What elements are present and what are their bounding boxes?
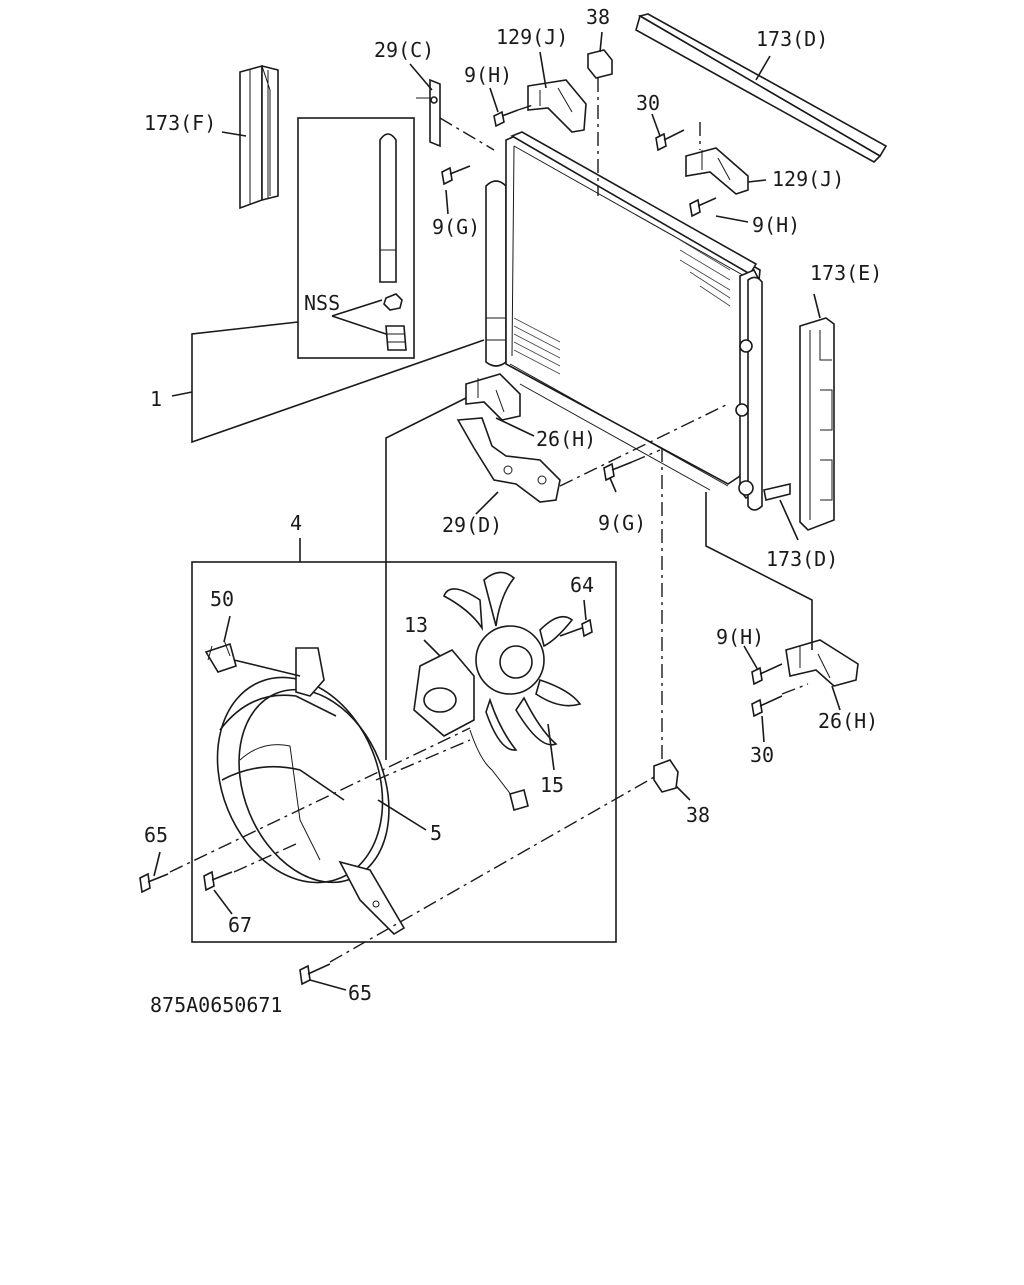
- label-nss: NSS: [304, 291, 340, 315]
- bolt-30-low: [751, 695, 783, 718]
- clip-50: [204, 639, 237, 673]
- label-9h-mid: 9(H): [752, 213, 800, 237]
- seal-strip-173f: [239, 64, 279, 210]
- label-173d-low: 173(D): [766, 547, 838, 571]
- label-9g-top: 9(G): [432, 215, 480, 239]
- label-26h-low: 26(H): [818, 709, 878, 733]
- fan-shroud-5: [216, 647, 406, 936]
- label-38-low: 38: [686, 803, 710, 827]
- leader-lines: [153, 31, 841, 991]
- bracket-173d-low: [763, 482, 791, 501]
- label-5: 5: [430, 821, 442, 845]
- diagram-id: 875A0650671: [150, 993, 282, 1017]
- bolt-9g-top: [441, 165, 471, 186]
- label-64: 64: [570, 573, 594, 597]
- bracket-129j-top: [527, 79, 587, 133]
- label-129j-right: 129(J): [772, 167, 844, 191]
- label-29d: 29(D): [442, 513, 502, 537]
- callout-labels: 173(F) 29(C) 129(J) 38 173(D) 9(H) 30 12…: [144, 5, 882, 1017]
- bolt-9h-mid: [689, 197, 717, 218]
- label-173d-top: 173(D): [756, 27, 828, 51]
- label-13: 13: [404, 613, 428, 637]
- bolt-30-top: [655, 129, 685, 152]
- label-1: 1: [150, 387, 162, 411]
- label-38-top: 38: [586, 5, 610, 29]
- label-67: 67: [228, 913, 252, 937]
- label-9h-low: 9(H): [716, 625, 764, 649]
- seal-strip-173e: [799, 317, 835, 531]
- fan-motor-13: [413, 649, 529, 811]
- bracket-29d: [456, 417, 561, 503]
- label-30-top: 30: [636, 91, 660, 115]
- label-65-left: 65: [144, 823, 168, 847]
- bracket-26h-mid: [465, 373, 521, 421]
- clip-38-top: [587, 49, 613, 79]
- fan-blade-15: [443, 571, 582, 751]
- label-9h-top: 9(H): [464, 63, 512, 87]
- label-29c: 29(C): [374, 38, 434, 62]
- seal-strip-173d-top: [635, 13, 888, 163]
- label-30-low: 30: [750, 743, 774, 767]
- bracket-26h-low: [785, 639, 859, 687]
- label-173e: 173(E): [810, 261, 882, 285]
- condenser-core: [485, 131, 763, 511]
- label-26h-mid: 26(H): [536, 427, 596, 451]
- fan-assembly-box: [191, 561, 617, 943]
- label-15: 15: [540, 773, 564, 797]
- label-50: 50: [210, 587, 234, 611]
- bolt-65-left: [139, 872, 169, 894]
- label-9g-low: 9(G): [598, 511, 646, 535]
- bolt-64: [559, 618, 593, 638]
- label-173f: 173(F): [144, 111, 216, 135]
- drier-inset: [297, 117, 415, 359]
- label-129j-top: 129(J): [496, 25, 568, 49]
- bracket-129j-right: [685, 147, 749, 195]
- bolt-9h-top: [493, 109, 519, 128]
- bolt-9g-low: [603, 461, 633, 482]
- bracket-29c: [416, 78, 441, 148]
- label-65-bottom: 65: [348, 981, 372, 1005]
- label-4: 4: [290, 511, 302, 535]
- bolt-67: [203, 870, 233, 892]
- clip-38-low: [653, 759, 679, 793]
